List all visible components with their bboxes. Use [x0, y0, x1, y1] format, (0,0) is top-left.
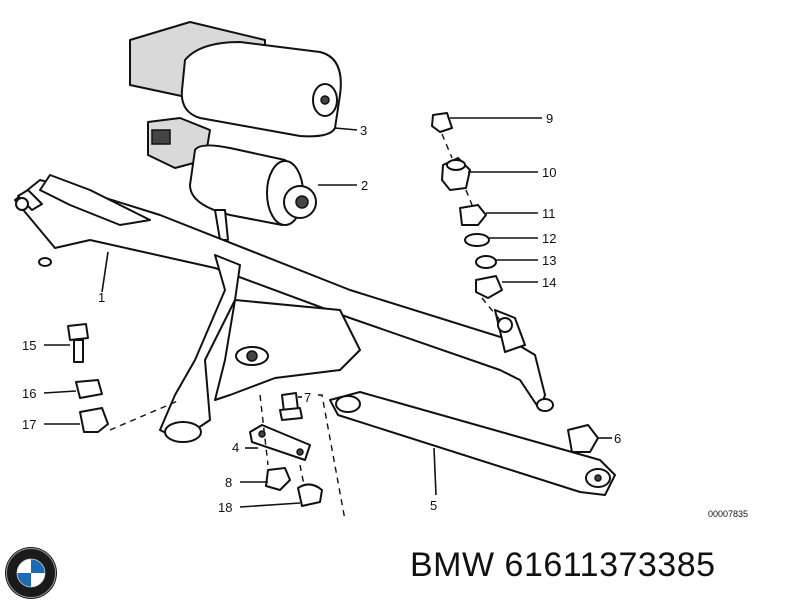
logo-quadrant-blue [17, 573, 31, 587]
callout-labels: 1 2 3 4 5 6 7 8 9 10 11 12 13 14 15 16 1… [22, 111, 621, 515]
part-2-wiper-motor [147, 117, 317, 241]
callout-13: 13 [542, 253, 556, 268]
callout-14: 14 [542, 275, 556, 290]
part-number: 61611373385 [504, 546, 716, 584]
callout-8: 8 [225, 475, 232, 490]
leader-lines [43, 117, 612, 508]
brand-name: BMW [410, 546, 495, 584]
callout-10: 10 [542, 165, 556, 180]
bmw-logo-icon [5, 547, 57, 599]
callout-16: 16 [22, 386, 36, 401]
callout-6: 6 [614, 431, 621, 446]
callout-3: 3 [360, 123, 367, 138]
callout-18: 18 [218, 500, 232, 515]
logo-quadrant-white [31, 573, 45, 587]
logo-quadrant-blue [31, 559, 45, 573]
callout-15: 15 [22, 338, 36, 353]
callout-17: 17 [22, 417, 36, 432]
callout-12: 12 [542, 231, 556, 246]
callout-4: 4 [232, 440, 239, 455]
part-title: BMW 61611373385 [410, 548, 716, 582]
part-1-linkage-frame [14, 174, 554, 443]
reference-code: 00007835 [708, 509, 748, 519]
hardware-lower [249, 392, 346, 521]
callout-5: 5 [430, 498, 437, 513]
callout-11: 11 [542, 206, 556, 221]
callout-9: 9 [546, 111, 553, 126]
hardware-stack [431, 112, 503, 321]
logo-quadrant-white [17, 559, 31, 573]
callout-1: 1 [98, 290, 105, 305]
part-3-motor-cover [129, 21, 342, 138]
callout-7: 7 [304, 390, 311, 405]
callout-2: 2 [361, 178, 368, 193]
hardware-left [67, 323, 181, 433]
part-5-push-rod [329, 391, 616, 496]
part-6-nut [567, 424, 599, 453]
